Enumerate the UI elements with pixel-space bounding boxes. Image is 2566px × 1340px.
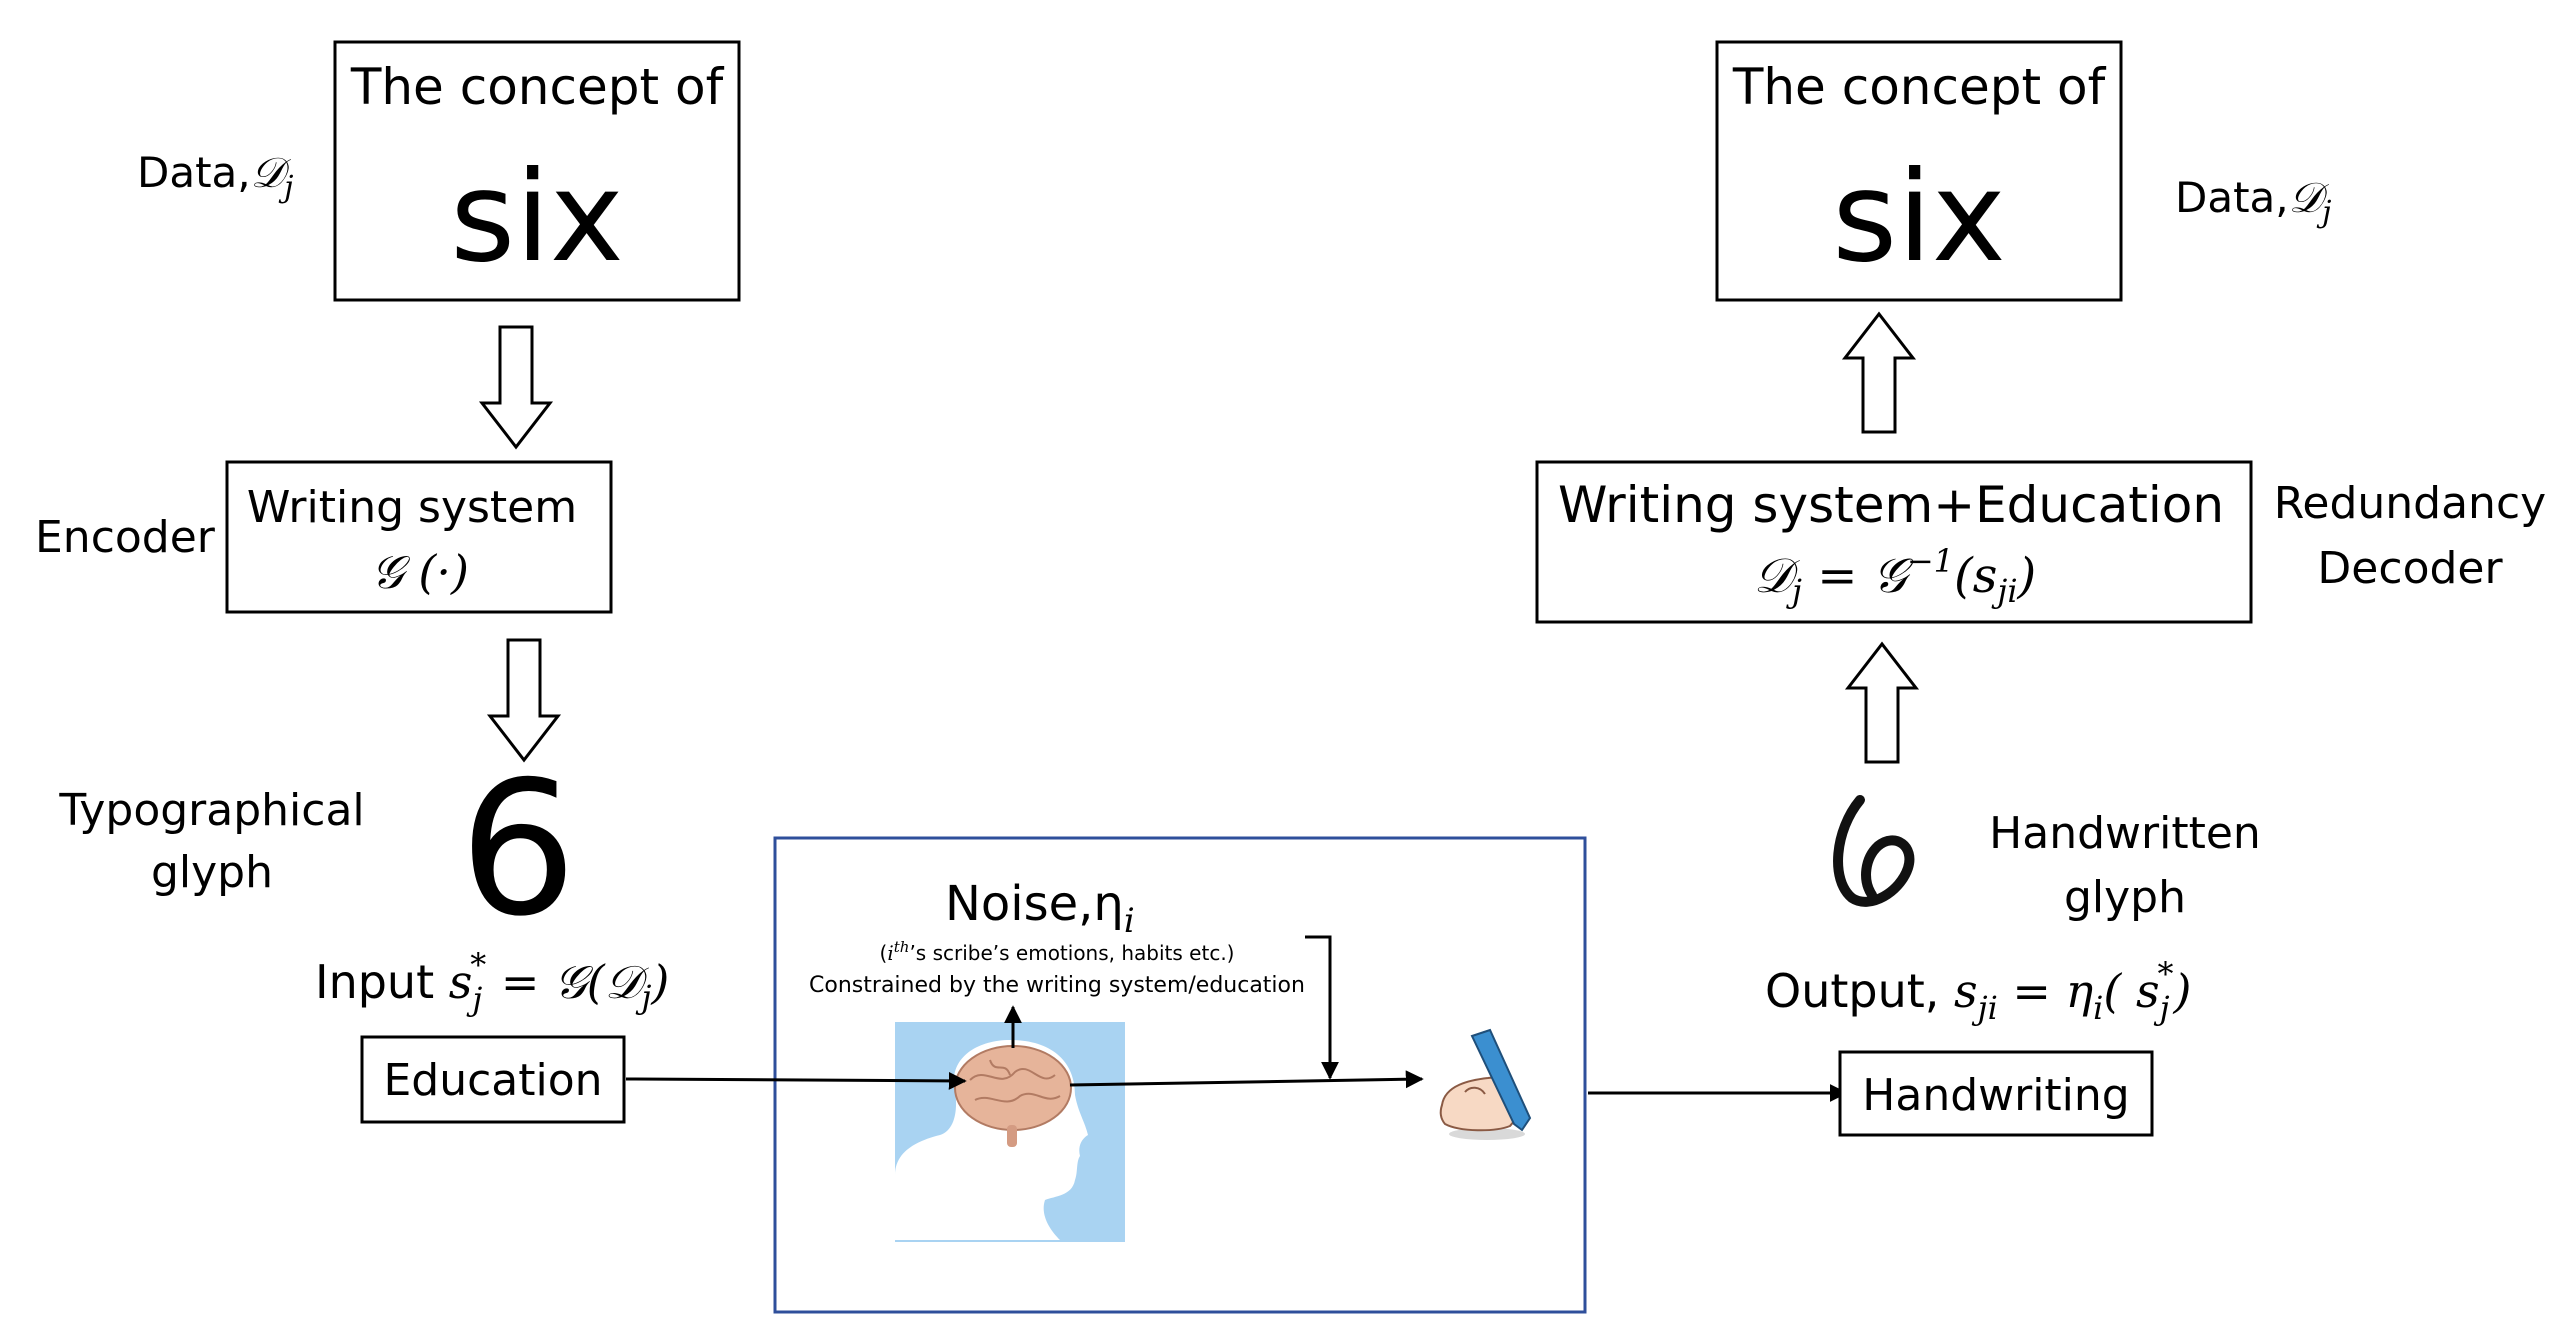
right-concept-word: six: [1832, 145, 2006, 290]
typographical-label-line1: Typographical: [58, 785, 364, 836]
handwritten-label-line2: glyph: [2064, 872, 2186, 923]
typographical-glyph-six: 6: [459, 741, 577, 957]
handwritten-six-glyph: [1833, 795, 1915, 907]
noise-note-line1: (ith’s scribe’s emotions, habits etc.): [880, 938, 1235, 965]
hollow-down-arrow-2: [486, 638, 562, 763]
left-concept-box: The concept of six: [333, 40, 741, 302]
handwriting-box: Handwriting: [1838, 1050, 2154, 1137]
handwritten-label-line1: Handwritten: [1989, 808, 2261, 859]
noise-note-line2: Constrained by the writing system/educat…: [809, 973, 1305, 998]
right-data-label: Data,𝒟j: [2175, 173, 2331, 230]
left-data-label: Data,𝒟j: [137, 148, 293, 205]
hand-writing-icon: [1439, 1028, 1532, 1140]
decoder-box: Writing system+Education 𝒟j = 𝒢−1(sji): [1535, 460, 2253, 624]
hollow-down-arrow-1: [478, 325, 554, 450]
decoder-box-heading: Writing system+Education: [1558, 476, 2224, 534]
right-concept-box: The concept of six: [1715, 40, 2123, 302]
output-formula: Output, sji = ηi( sj*): [1765, 955, 2191, 1027]
left-concept-heading: The concept of: [350, 58, 725, 116]
hollow-up-arrow-1: [1841, 311, 1917, 434]
encoder-label: Encoder: [35, 512, 216, 563]
education-to-brain-arrow: [625, 1071, 967, 1090]
writing-system-label: Writing system: [247, 482, 577, 533]
hollow-up-arrow-2: [1844, 641, 1920, 764]
input-formula: Input sj* = 𝒢(𝒟j): [315, 946, 669, 1018]
left-concept-word: six: [450, 145, 624, 290]
decoder-label: Decoder: [2317, 543, 2503, 594]
noise-constraint-arrow: [1305, 935, 1339, 1080]
right-concept-heading: The concept of: [1732, 58, 2107, 116]
handwriting-label: Handwriting: [1862, 1070, 2129, 1121]
typographical-label-line2: glyph: [151, 847, 273, 898]
education-label: Education: [383, 1055, 602, 1106]
writing-system-box: Writing system 𝒢 (·): [225, 460, 613, 614]
redundancy-label: Redundancy: [2274, 478, 2546, 529]
writing-system-formula: 𝒢 (·): [371, 545, 469, 599]
decoder-formula: 𝒟j = 𝒢−1(sji): [1754, 542, 2037, 610]
head-with-brain-icon: [895, 1022, 1125, 1242]
education-box: Education: [360, 1035, 626, 1124]
noise-title: Noise,ηi: [945, 876, 1135, 941]
brain-to-hand-arrow: [1069, 1070, 1424, 1089]
